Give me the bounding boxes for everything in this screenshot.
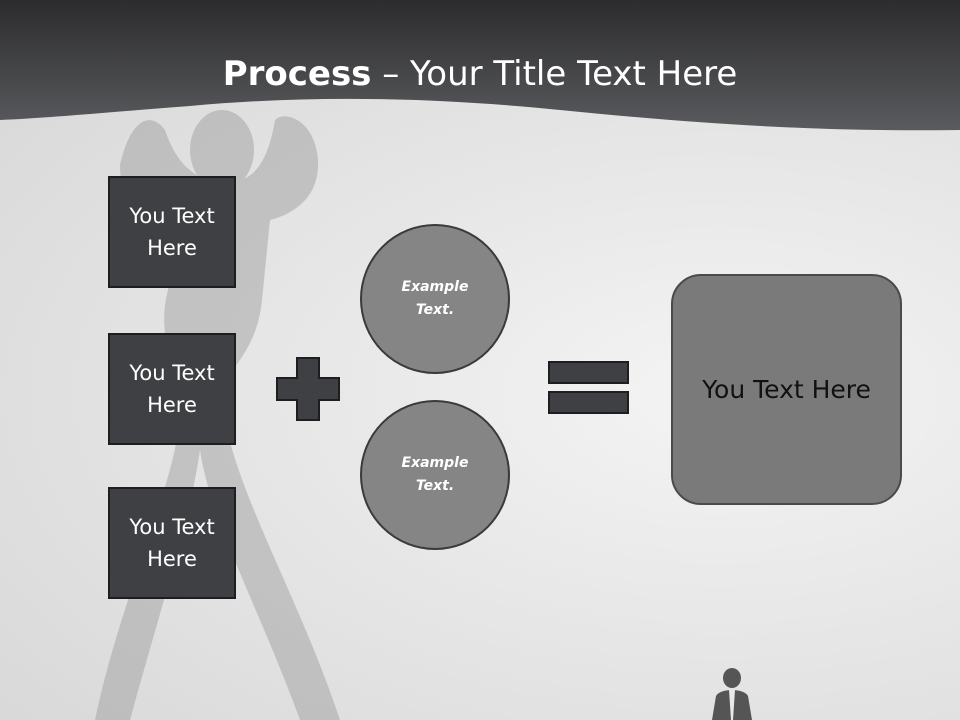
input-box-1: You Text Here [108,176,236,288]
result-box: You Text Here [671,274,902,505]
result-label: You Text Here [702,374,871,404]
header-band [0,0,960,131]
circle-label: Example Text. [401,279,469,318]
example-circle-2: Example Text. [360,400,510,550]
input-box-2: You Text Here [108,333,236,445]
title-rest: – Your Title Text Here [371,54,738,94]
input-box-label: You Text Here [129,361,215,417]
circle-label: Example Text. [401,455,469,494]
businessman-figure [712,668,752,720]
example-circle-1: Example Text. [360,224,510,374]
plus-icon [276,357,340,421]
equals-icon [548,361,629,414]
input-box-3: You Text Here [108,487,236,599]
title-bold: Process [222,54,372,94]
input-box-label: You Text Here [129,204,215,260]
slide-title: Process – Your Title Text Here [0,50,960,98]
input-box-label: You Text Here [129,515,215,571]
